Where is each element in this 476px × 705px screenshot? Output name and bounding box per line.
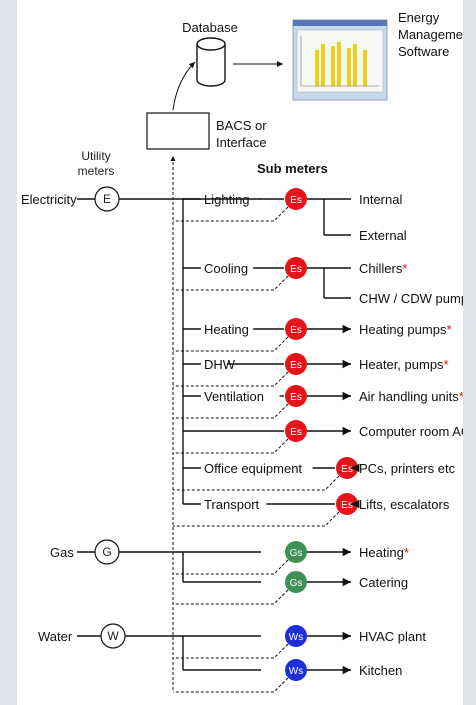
circuit-label-lighting: Lighting xyxy=(204,192,250,207)
meter-electricity: E xyxy=(94,186,120,212)
load-label-computer-room-0: Computer room AC* xyxy=(359,424,463,439)
bacs-to-database-arrow xyxy=(172,61,196,111)
svg-text:Es: Es xyxy=(290,427,302,438)
utility-meters-label-line2: meters xyxy=(78,164,115,178)
bacs-label-line1: BACS or xyxy=(216,118,267,133)
meter-ventilation: Es xyxy=(285,385,307,407)
svg-text:Ws: Ws xyxy=(289,632,303,643)
meter-water-hvac: Ws xyxy=(285,625,307,647)
circuit-ventilation: Ventilation Es Air handling units* xyxy=(173,385,463,419)
gas-trunk xyxy=(77,551,261,583)
circuit-label-ventilation: Ventilation xyxy=(204,389,264,404)
database-label: Database xyxy=(182,20,238,35)
circuit-water-hvac: Ws HVAC plant xyxy=(173,625,426,659)
database-icon xyxy=(196,37,226,87)
svg-text:Es: Es xyxy=(290,392,302,403)
load-label-gas-catering-0: Catering xyxy=(359,575,408,590)
meter-gas: G xyxy=(94,539,120,565)
water-trunk xyxy=(77,635,261,671)
svg-text:W: W xyxy=(107,629,119,643)
meter-computer-room: Es xyxy=(285,420,307,442)
circuit-heating: Heating Es Heating pumps* xyxy=(173,318,452,352)
circuit-cooling: Cooling Es Chillers* CHW / CDW pumps* xyxy=(173,257,463,306)
load-label-gas-heating-0: Heating* xyxy=(359,545,409,560)
circuit-gas-catering: Gs Catering xyxy=(173,571,408,605)
load-label-cooling-0: Chillers* xyxy=(359,261,407,276)
meter-cooling: Es xyxy=(285,257,307,279)
load-label-water-hvac-0: HVAC plant xyxy=(359,629,426,644)
load-label-ventilation-0: Air handling units* xyxy=(359,389,463,404)
metering-diagram: Database Energy Management Software BACS… xyxy=(21,10,463,693)
svg-text:Es: Es xyxy=(290,264,302,275)
utility-meters-label-line1: Utility xyxy=(81,149,110,163)
meter-heating: Es xyxy=(285,318,307,340)
load-label-water-kitchen-0: Kitchen xyxy=(359,663,402,678)
load-label-lighting-1: External xyxy=(359,228,407,243)
circuit-dhw: DHW Es Heater, pumps* xyxy=(173,353,449,387)
svg-text:G: G xyxy=(102,545,111,559)
circuit-label-office-equipment: Office equipment xyxy=(204,461,302,476)
load-label-lighting-0: Internal xyxy=(359,192,402,207)
meter-gas-heating: Gs xyxy=(285,541,307,563)
circuit-transport: Transport Es Lifts, escalators xyxy=(173,493,450,527)
svg-text:Es: Es xyxy=(290,325,302,336)
svg-text:Es: Es xyxy=(290,360,302,371)
circuit-office-equipment: Office equipment Es PCs, printers etc xyxy=(173,457,456,491)
svg-text:Gs: Gs xyxy=(290,578,303,589)
diagram-frame: Database Energy Management Software BACS… xyxy=(17,0,463,705)
svg-text:Gs: Gs xyxy=(290,548,303,559)
circuit-label-heating: Heating xyxy=(204,322,249,337)
meter-lighting: Es xyxy=(285,188,307,210)
bacs-label-line2: Interface xyxy=(216,135,267,150)
svg-text:Es: Es xyxy=(341,500,353,511)
software-label-line1: Energy xyxy=(398,10,440,25)
circuit-label-transport: Transport xyxy=(204,497,260,512)
meter-office-equipment: Es xyxy=(336,457,358,479)
utility-label-electricity: Electricity xyxy=(21,192,77,207)
load-label-office-equipment-0: PCs, printers etc xyxy=(359,461,456,476)
bacs-box xyxy=(146,112,210,150)
circuit-label-cooling: Cooling xyxy=(204,261,248,276)
software-label-line3: Software xyxy=(398,44,449,59)
circuit-computer-room: Es Computer room AC* xyxy=(173,420,463,454)
meter-transport: Es xyxy=(336,493,358,515)
meter-dhw: Es xyxy=(285,353,307,375)
software-screenshot xyxy=(292,19,388,101)
load-label-cooling-1: CHW / CDW pumps* xyxy=(359,291,463,306)
svg-text:Es: Es xyxy=(341,464,353,475)
svg-text:E: E xyxy=(103,192,111,206)
meter-gas-catering: Gs xyxy=(285,571,307,593)
load-label-dhw-0: Heater, pumps* xyxy=(359,357,449,372)
circuit-water-kitchen: Ws Kitchen xyxy=(173,659,402,693)
utility-label-water: Water xyxy=(38,629,73,644)
svg-text:Es: Es xyxy=(290,195,302,206)
load-label-transport-0: Lifts, escalators xyxy=(359,497,450,512)
software-label-line2: Management xyxy=(398,27,463,42)
meter-water-kitchen: Ws xyxy=(285,659,307,681)
meter-water: W xyxy=(100,623,126,649)
circuit-gas-heating: Gs Heating* xyxy=(173,541,409,575)
utility-label-gas: Gas xyxy=(50,545,74,560)
sub-meters-label: Sub meters xyxy=(257,161,328,176)
circuit-label-dhw: DHW xyxy=(204,357,236,372)
svg-text:Ws: Ws xyxy=(289,666,303,677)
load-label-heating-0: Heating pumps* xyxy=(359,322,452,337)
